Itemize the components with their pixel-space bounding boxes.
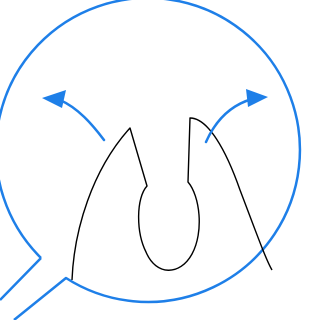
arrow-up-right-icon — [206, 89, 268, 142]
callout-bubble — [0, 0, 300, 320]
left-jaw — [72, 118, 272, 280]
arrow-up-left-icon — [42, 90, 104, 140]
jaw-outline — [72, 118, 272, 280]
